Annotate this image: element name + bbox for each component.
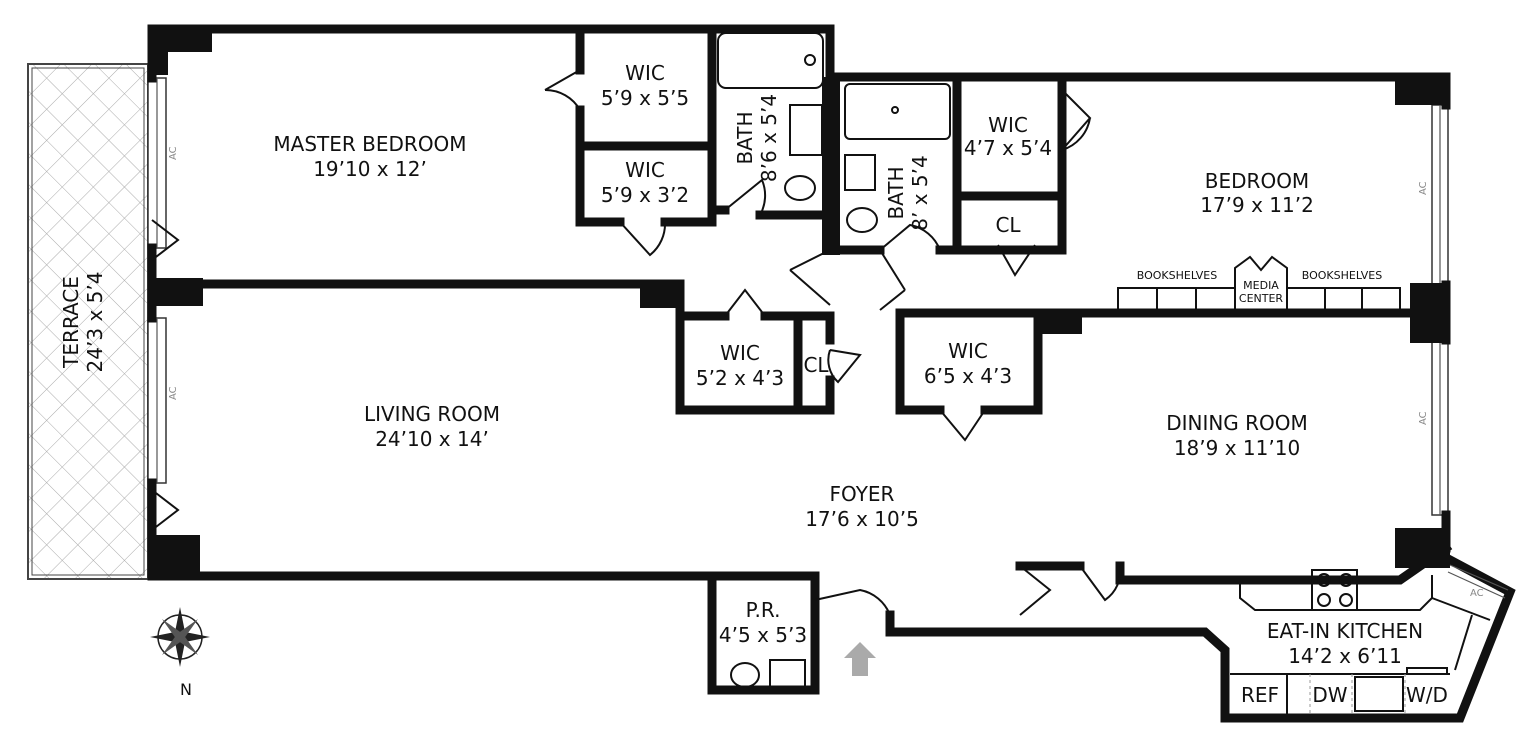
dw-label: DW bbox=[1312, 683, 1347, 707]
kitchen-label: EAT-IN KITCHEN bbox=[1267, 619, 1423, 643]
bookshelves: BOOKSHELVES BOOKSHELVES MEDIA CENTER bbox=[1117, 255, 1401, 309]
room-labels: MASTER BEDROOM 19’10 x 12’ WIC 5’9 x 5’5… bbox=[273, 61, 1423, 668]
wic-size: 5’9 x 3’2 bbox=[601, 183, 689, 207]
wic-size: 6’5 x 4’3 bbox=[924, 364, 1012, 388]
living-room-label: LIVING ROOM bbox=[364, 402, 500, 426]
media-center-label: CENTER bbox=[1239, 292, 1284, 305]
master-bedroom-size: 19’10 x 12’ bbox=[313, 157, 427, 181]
wic-size: 5’9 x 5’5 bbox=[601, 86, 689, 110]
wic-label: WIC bbox=[720, 341, 760, 365]
doors bbox=[151, 69, 1122, 616]
north-label: N bbox=[180, 680, 192, 699]
foyer-size: 17’6 x 10’5 bbox=[805, 507, 919, 531]
master-bedroom-label: MASTER BEDROOM bbox=[273, 132, 466, 156]
terrace-size: 24’3 x 5’4 bbox=[83, 272, 107, 373]
bath-size: 8’ x 5’4 bbox=[908, 155, 932, 230]
kitchen-fixtures: AC REF DW W/D bbox=[1230, 564, 1509, 714]
bookshelves-label: BOOKSHELVES bbox=[1137, 269, 1217, 282]
windows: AC AC AC AC bbox=[147, 77, 1449, 516]
bookshelves-label: BOOKSHELVES bbox=[1302, 269, 1382, 282]
ac-label: AC bbox=[1418, 411, 1429, 425]
terrace-label: TERRACE bbox=[59, 276, 83, 369]
wd-label: W/D bbox=[1406, 683, 1448, 707]
wic-label: WIC bbox=[625, 61, 665, 85]
wic-label: WIC bbox=[625, 158, 665, 182]
bath-label: BATH bbox=[884, 166, 908, 219]
wic-label: WIC bbox=[948, 339, 988, 363]
bedroom-size: 17’9 x 11’2 bbox=[1200, 193, 1314, 217]
ref-label: REF bbox=[1241, 683, 1279, 707]
powder-room-label: P.R. bbox=[746, 598, 781, 622]
powder-room-size: 4’5 x 5’3 bbox=[719, 623, 807, 647]
terrace: TERRACE 24’3 x 5’4 bbox=[27, 63, 149, 580]
bath-label: BATH bbox=[733, 111, 757, 164]
dining-room-size: 18’9 x 11’10 bbox=[1174, 436, 1300, 460]
wic-size: 5’2 x 4’3 bbox=[696, 366, 784, 390]
interior-walls bbox=[147, 24, 1451, 415]
living-room-size: 24’10 x 14’ bbox=[375, 427, 489, 451]
kitchen-size: 14’2 x 6’11 bbox=[1288, 644, 1402, 668]
wic-size: 4’7 x 5’4 bbox=[964, 136, 1052, 160]
media-center-label: MEDIA bbox=[1243, 279, 1279, 292]
closet-label: CL bbox=[995, 213, 1021, 237]
compass-icon: N bbox=[150, 607, 210, 699]
closet-label: CL bbox=[803, 353, 829, 377]
dining-room-label: DINING ROOM bbox=[1166, 411, 1308, 435]
foyer-label: FOYER bbox=[830, 482, 895, 506]
ac-label: AC bbox=[168, 146, 179, 160]
wic-label: WIC bbox=[988, 113, 1028, 137]
bath-size: 8’6 x 5’4 bbox=[757, 94, 781, 182]
bath-fixtures bbox=[717, 32, 951, 689]
ac-label: AC bbox=[168, 386, 179, 400]
ac-label: AC bbox=[1418, 181, 1429, 195]
entry-arrow-icon bbox=[844, 642, 876, 676]
bedroom-label: BEDROOM bbox=[1205, 169, 1309, 193]
ac-label: AC bbox=[1470, 588, 1484, 599]
